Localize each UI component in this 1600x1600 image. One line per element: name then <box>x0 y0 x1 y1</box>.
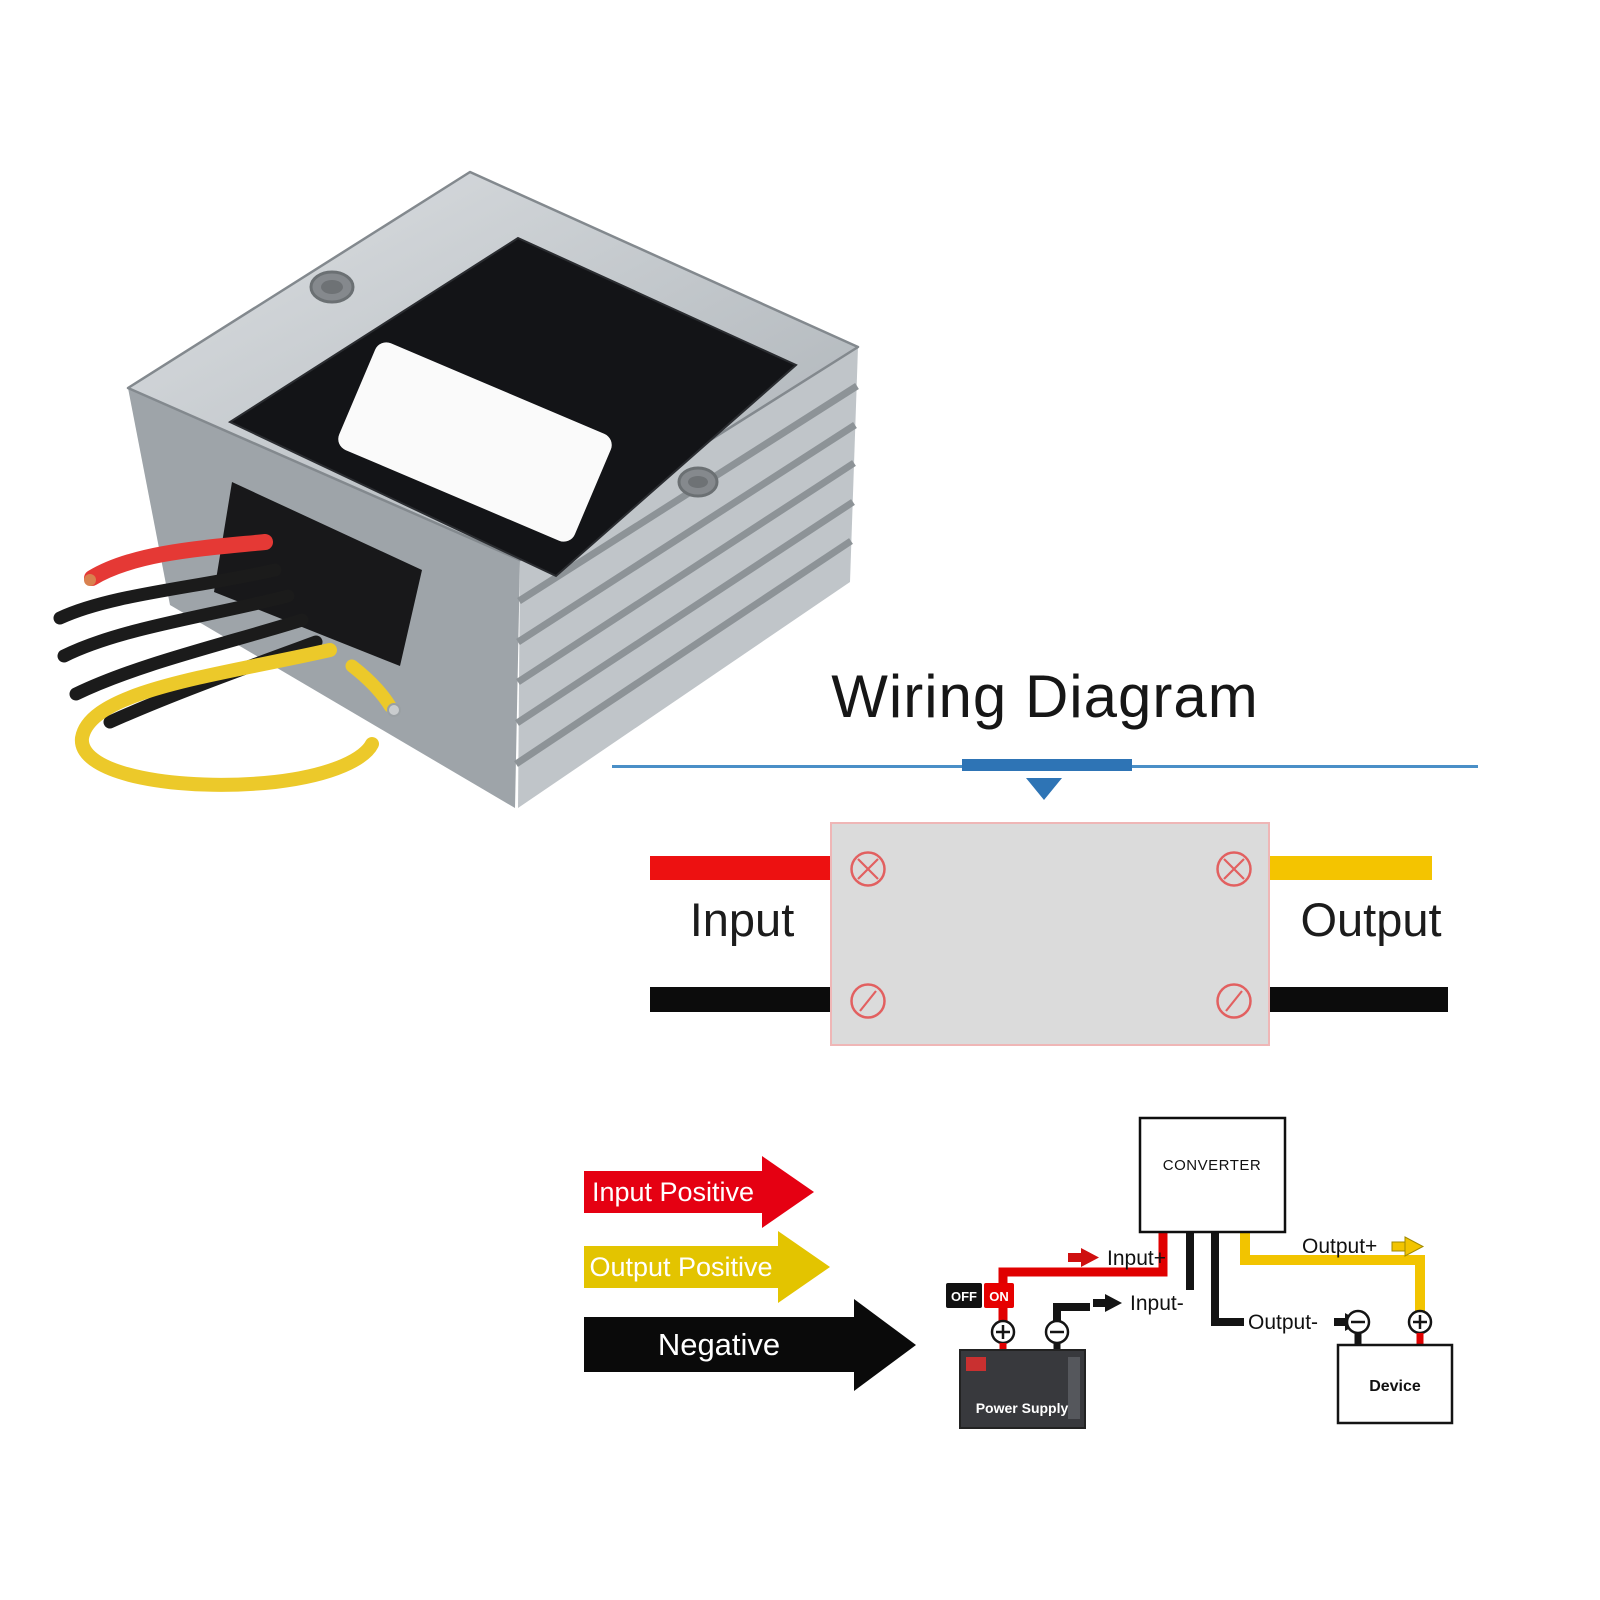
legend-label: Negative <box>657 1326 781 1362</box>
converter-label: CONVERTER <box>1163 1157 1261 1174</box>
power-switch: OFF ON <box>946 1283 1014 1308</box>
label-sticker <box>338 342 612 542</box>
output-plus-arrow-icon <box>1391 1236 1425 1257</box>
output-label: Output <box>1300 893 1442 946</box>
screw-hole-icon <box>309 270 355 304</box>
divider-accent-bar <box>962 759 1132 771</box>
device-label: Device <box>1369 1378 1421 1395</box>
terminal-minus-icon <box>1345 1309 1371 1335</box>
connection-schematic: Input+ Output+ Input- Output- <box>946 1116 1454 1429</box>
terminal-screw-icon <box>1216 851 1252 887</box>
input-positive-wire <box>650 856 832 880</box>
input-plus-arrow-icon <box>1068 1248 1099 1267</box>
legend-label: Input Positive <box>591 1176 755 1207</box>
output-minus-label: Output- <box>1248 1311 1318 1334</box>
arrow-down-icon <box>1026 778 1062 800</box>
screw-hole-icon <box>677 466 719 498</box>
legend-arrow-output-positive: Output Positive <box>584 1246 778 1288</box>
terminal-screw-icon <box>850 983 886 1019</box>
terminal-screw-icon <box>1216 983 1252 1019</box>
input-minus-label: Input- <box>1130 1292 1184 1315</box>
switch-off-label: OFF <box>951 1289 977 1304</box>
case-finned-wall <box>514 347 859 808</box>
input-negative-wire <box>650 987 832 1012</box>
legend-arrow-negative: Negative <box>584 1317 854 1372</box>
output-negative-wire <box>1268 987 1448 1012</box>
device-box: Device <box>1336 1343 1454 1425</box>
legend-arrow-input-positive: Input Positive <box>584 1171 762 1213</box>
switch-off-button <box>946 1283 982 1308</box>
input-label: Input <box>689 893 795 946</box>
terminal-plus-icon <box>990 1319 1016 1345</box>
converter-body <box>830 822 1270 1046</box>
page-title: Wiring Diagram <box>831 663 1259 730</box>
power-supply-box: Power Supply <box>959 1349 1086 1429</box>
switch-on-button <box>984 1283 1014 1308</box>
power-supply-label: Power Supply <box>976 1400 1069 1416</box>
switch-on-label: ON <box>989 1289 1009 1304</box>
terminal-screw-icon <box>850 851 886 887</box>
input-minus-arrow-icon <box>1093 1294 1122 1312</box>
input-plus-label: Input+ <box>1107 1247 1166 1270</box>
converter-box <box>1138 1116 1287 1234</box>
schematic-output-positive-wire <box>1240 1232 1425 1311</box>
connector-block <box>214 482 422 666</box>
terminal-minus-icon <box>1044 1319 1070 1345</box>
legend-label: Output Positive <box>589 1251 773 1282</box>
output-positive-wire <box>1268 856 1432 880</box>
product-photo <box>53 170 860 808</box>
output-plus-label: Output+ <box>1302 1235 1377 1258</box>
yellow-wires <box>75 643 401 792</box>
red-wire <box>84 534 273 586</box>
terminal-plus-icon <box>1407 1309 1433 1335</box>
